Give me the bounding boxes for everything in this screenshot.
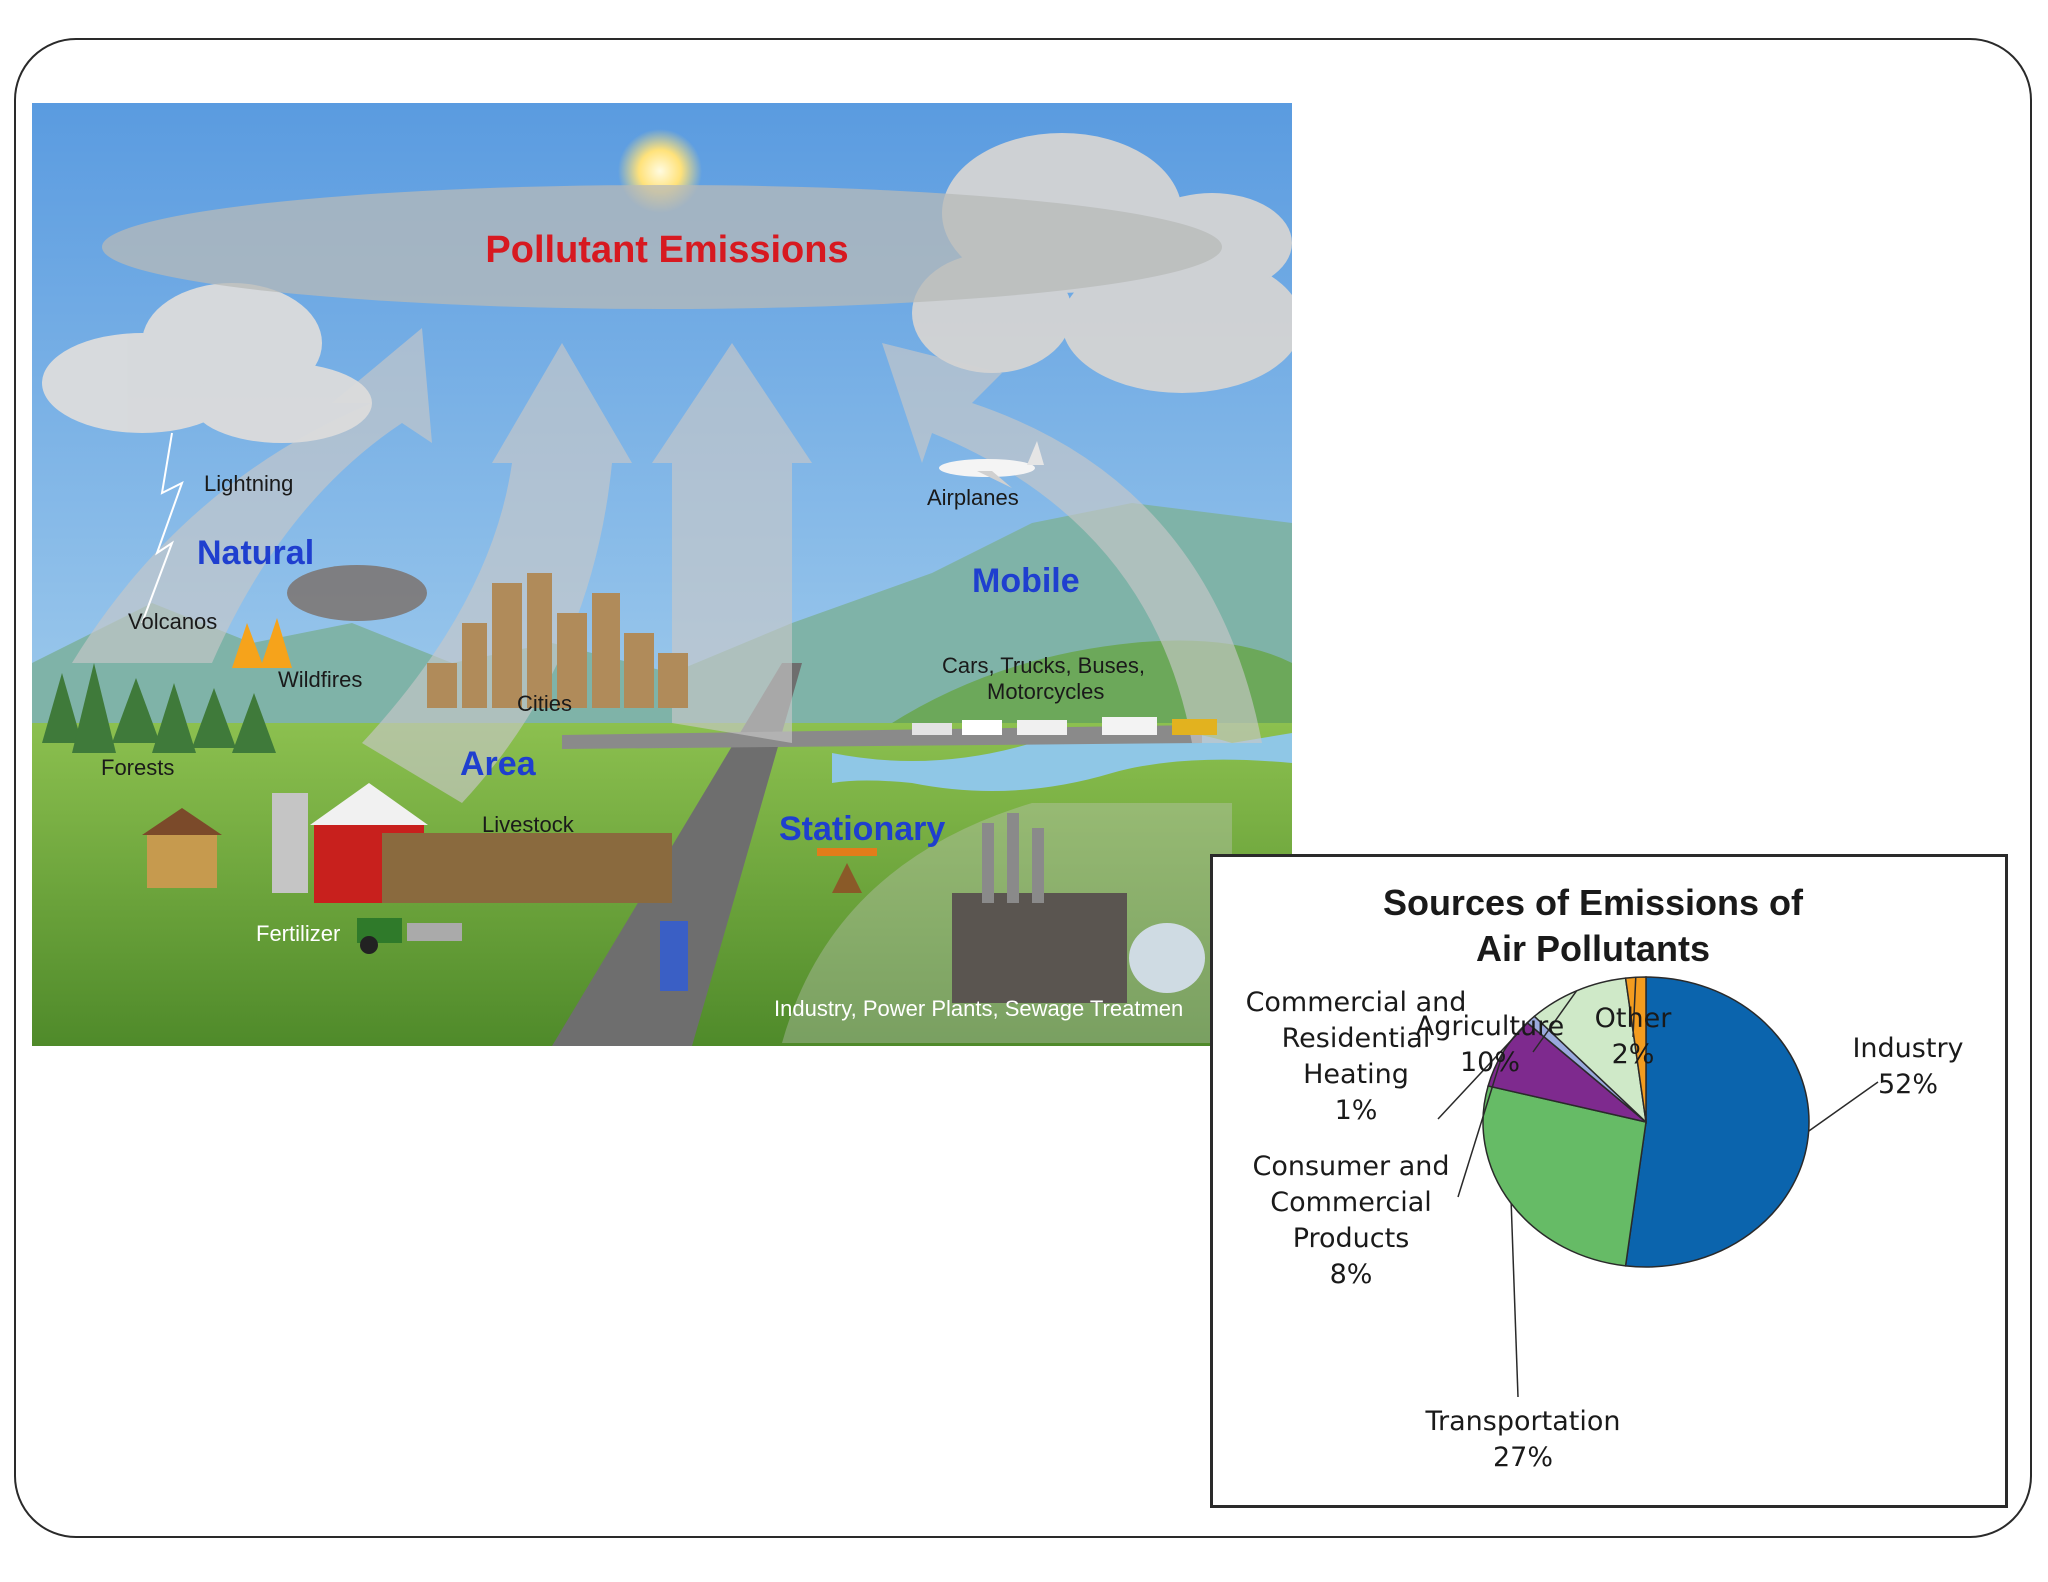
river <box>832 728 1292 791</box>
label-airplanes: Airplanes <box>927 485 1019 510</box>
label-wildfires: Wildfires <box>278 667 362 692</box>
label-livestock: Livestock <box>482 812 575 837</box>
emissions-ellipse <box>102 185 1222 309</box>
label-fertilizer: Fertilizer <box>256 921 340 946</box>
truck-on-road <box>660 921 688 991</box>
city-buildings <box>427 573 688 708</box>
highway-vertical <box>552 663 802 1046</box>
pie-label-industry-line1: Industry <box>1852 1033 1963 1064</box>
industry <box>952 813 1205 1003</box>
pie-label-other-line2: 2% <box>1612 1039 1655 1070</box>
pie-label-consumer-line4: 8% <box>1330 1259 1373 1290</box>
highway-vehicles <box>912 717 1217 735</box>
category-area: Area <box>460 745 537 783</box>
pie-slice-industry <box>1624 976 1810 1268</box>
pie-label-consumer-line1: Consumer and <box>1252 1151 1449 1182</box>
label-forests: Forests <box>101 755 174 780</box>
pie-title-line2: Air Pollutants <box>1476 928 1710 969</box>
pie-leader-lines <box>1437 977 1879 1398</box>
label-cars-line2: Motorcycles <box>987 679 1104 704</box>
mobile-arrow <box>882 343 1262 743</box>
pollutant-emissions-illustration: Pollutant Emissions <box>32 103 1292 1046</box>
pie-slices <box>1482 976 1810 1268</box>
pie-leader-agriculture <box>1532 990 1578 1053</box>
pie-label-heating-line4: 1% <box>1335 1095 1378 1126</box>
lightning-bolt <box>141 432 184 624</box>
pie-label-consumer-line3: Products <box>1293 1223 1410 1254</box>
pie-label-other-line1: Other <box>1595 1003 1673 1034</box>
pie-leader-other <box>1632 977 1637 1038</box>
pie-leader-transportation <box>1510 1203 1519 1398</box>
pie-slice-other <box>1624 976 1647 1123</box>
category-mobile: Mobile <box>972 562 1080 600</box>
pie-label-heating-line1: Commercial and <box>1246 987 1467 1018</box>
pie-leader-consumer <box>1457 1051 1504 1198</box>
pie-label-industry-line2: 52% <box>1878 1069 1938 1100</box>
cloud-left <box>42 283 372 443</box>
pie-label-heating-line2: Residential <box>1282 1023 1431 1054</box>
label-cars-line1: Cars, Trucks, Buses, <box>942 653 1145 678</box>
pie-leader-heating <box>1437 1018 1532 1120</box>
pie-leader-industry <box>1808 1081 1879 1132</box>
natural-arrow <box>72 328 432 663</box>
oil-pump <box>817 848 877 893</box>
tractor <box>357 918 462 954</box>
pie-label-consumer-line2: Commercial <box>1270 1187 1432 1218</box>
pie-chart-panel: Sources of Emissions of Air Pollutants I… <box>1210 854 2008 1508</box>
airplane <box>939 441 1044 488</box>
category-natural: Natural <box>197 534 314 572</box>
label-industry: Industry, Power Plants, Sewage Treatmen <box>774 996 1183 1021</box>
wildfire <box>232 565 427 668</box>
pie-label-heating-line3: Heating <box>1303 1059 1409 1090</box>
label-cities: Cities <box>517 691 572 716</box>
pie-title-line1: Sources of Emissions of <box>1383 882 1804 923</box>
pie-label-transportation-line1: Transportation <box>1425 1406 1621 1437</box>
category-stationary: Stationary <box>779 810 945 848</box>
pie-label-agriculture-line1: Agriculture <box>1416 1011 1565 1042</box>
area-arrow-center <box>652 343 812 743</box>
pie-slice-agriculture <box>1533 977 1648 1125</box>
label-volcanos: Volcanos <box>128 609 217 634</box>
diagram-title: Pollutant Emissions <box>485 229 848 271</box>
pie-label-transportation-line2: 27% <box>1493 1442 1553 1473</box>
pie-label-agriculture-line2: 10% <box>1460 1047 1520 1078</box>
farm <box>142 783 672 903</box>
label-lightning: Lightning <box>204 471 293 496</box>
pie-labels: Industry 52% Transportation 27% Consumer and… <box>1246 987 1964 1473</box>
forest-trees <box>42 663 276 753</box>
